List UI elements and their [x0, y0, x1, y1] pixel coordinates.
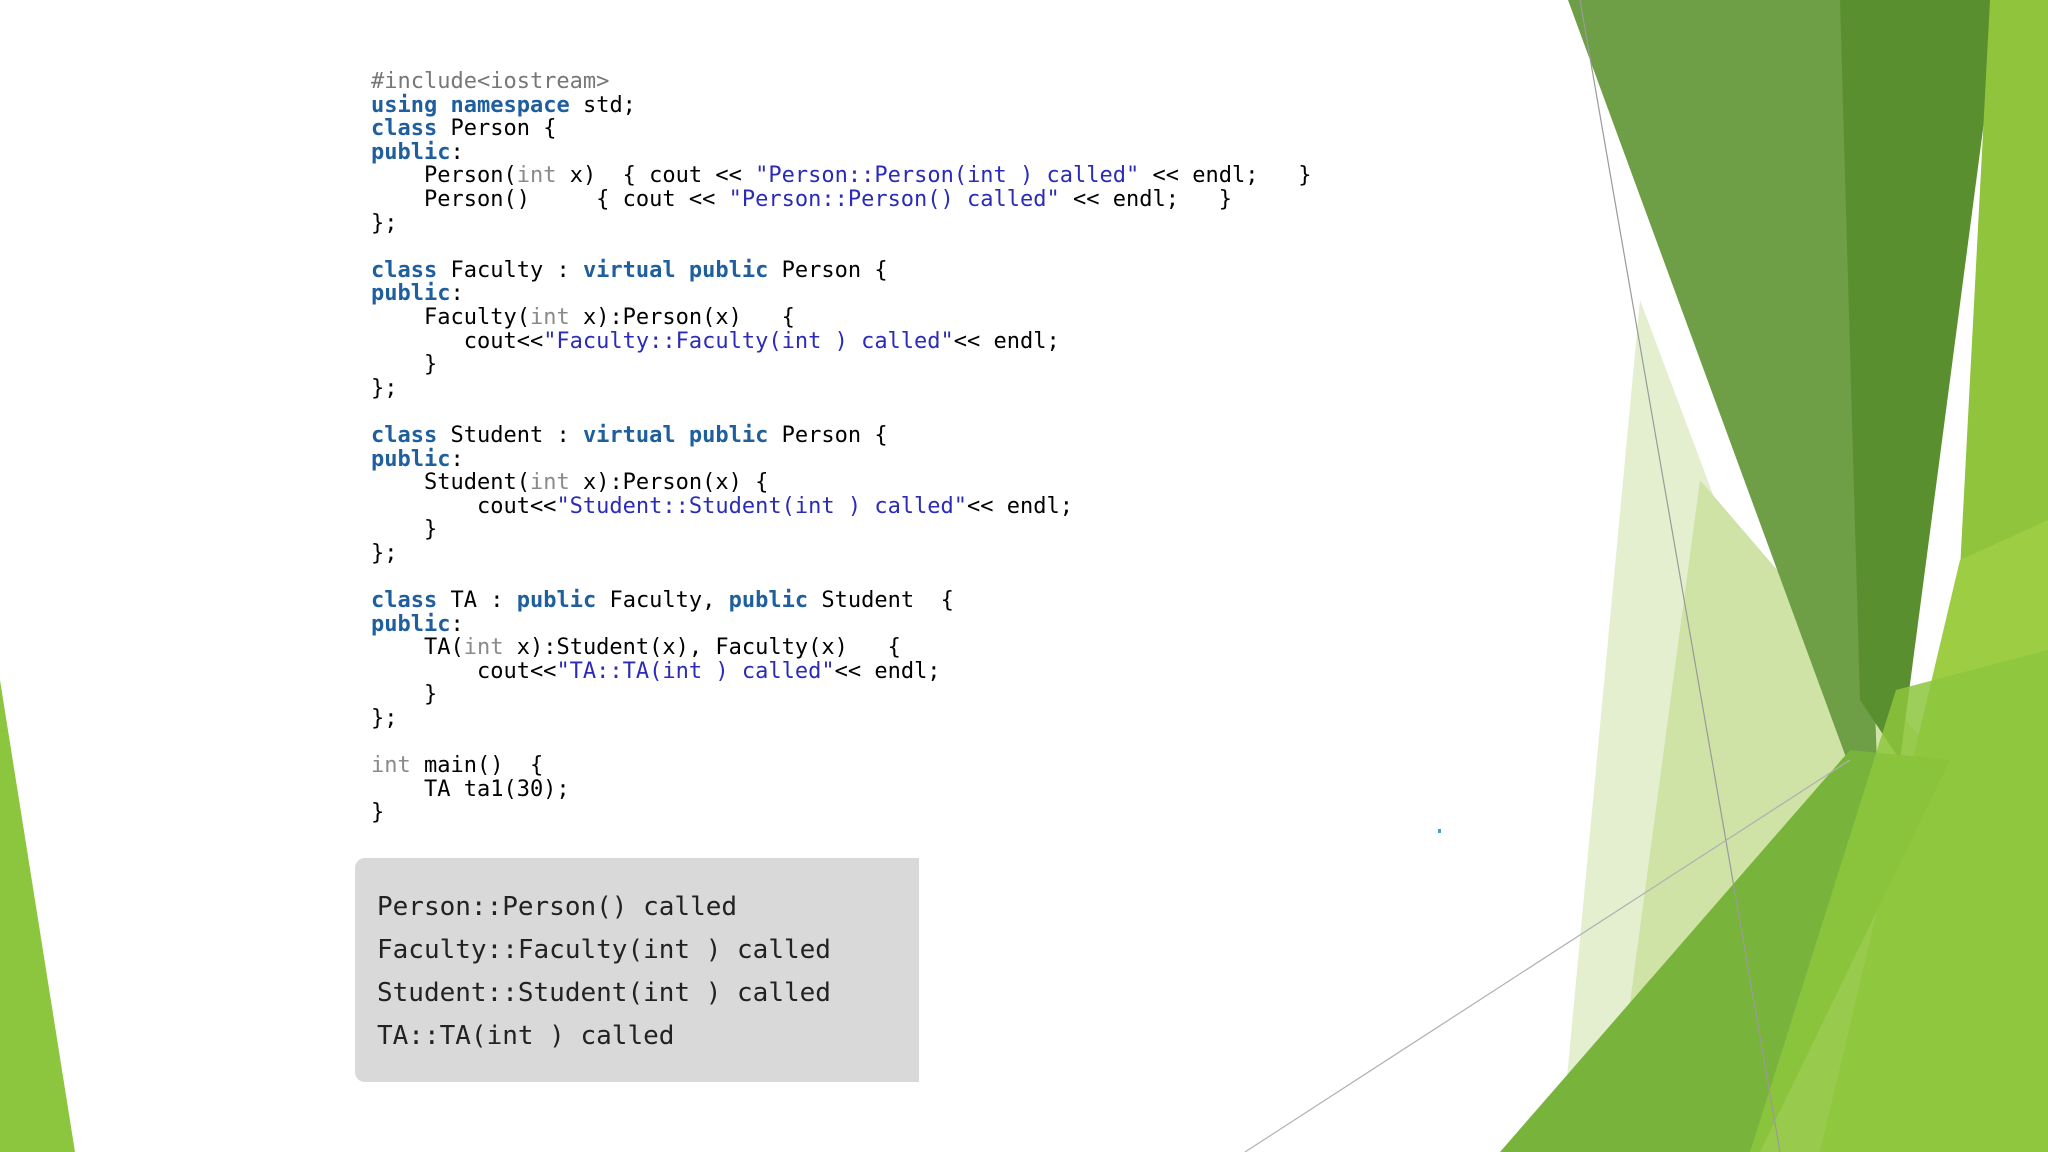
code-line-4: public:: [371, 139, 464, 165]
code-line-32: }: [371, 800, 385, 826]
output-line: Person::Person() called: [377, 892, 738, 922]
code-blank-line: [371, 400, 1311, 424]
code-line-26: cout<<"TA::TA(int ) called"<< endl;: [371, 658, 941, 684]
code-line-31: TA ta1(30);: [371, 776, 570, 802]
code-line-6: Person() { cout << "Person::Person() cal…: [371, 186, 1232, 212]
right-shape-mid-3: [1500, 750, 1950, 1152]
right-shape-dark-2: [1840, 0, 2000, 760]
output-line: Faculty::Faculty(int ) called: [377, 935, 831, 965]
code-line-18: Student(int x):Person(x) {: [371, 470, 769, 496]
code-line-10: public:: [371, 281, 464, 307]
code-line-24: public:: [371, 611, 464, 637]
code-blank-line: [371, 565, 1311, 589]
code-line-12: cout<<"Faculty::Faculty(int ) called"<< …: [371, 328, 1060, 354]
code-line-20: }: [371, 517, 438, 543]
code-block: #include<iostream>using namespace std;cl…: [371, 70, 1311, 825]
code-line-25: TA(int x):Student(x), Faculty(x) {: [371, 635, 901, 661]
right-shape-mid-4: [1750, 650, 2048, 1152]
code-line-30: int main() {: [371, 753, 544, 779]
code-line-7: };: [371, 210, 398, 236]
code-line-17: public:: [371, 446, 464, 472]
left-green-shape: [0, 680, 75, 1152]
thin-line-2: [1244, 759, 1851, 1152]
code-line-1: #include<iostream>: [371, 69, 610, 94]
code-line-13: }: [371, 352, 438, 378]
code-line-19: cout<<"Student::Student(int ) called"<< …: [371, 493, 1074, 519]
code-line-9: class Faculty : virtual public Person {: [371, 257, 888, 283]
thin-line-1: [1579, 0, 1781, 1152]
right-shape-dark-1: [1568, 0, 1880, 850]
code-line-28: };: [371, 706, 398, 732]
code-line-2: using namespace std;: [371, 92, 636, 118]
code-line-23: class TA : public Faculty, public Studen…: [371, 588, 954, 614]
code-blank-line: [371, 235, 1311, 259]
code-line-27: }: [371, 682, 438, 708]
code-line-14: };: [371, 375, 398, 401]
output-line: TA::TA(int ) called: [377, 1021, 675, 1051]
code-line-3: class Person {: [371, 116, 557, 142]
code-line-5: Person(int x) { cout << "Person::Person(…: [371, 163, 1312, 189]
code-line-11: Faculty(int x):Person(x) {: [371, 304, 795, 330]
output-line: Student::Student(int ) called: [377, 978, 831, 1008]
output-box: Person::Person() called Faculty::Faculty…: [355, 858, 919, 1082]
code-blank-line: [371, 731, 1311, 755]
code-line-16: class Student : virtual public Person {: [371, 422, 888, 448]
code-line-21: };: [371, 540, 398, 566]
tiny-marker: [1438, 829, 1441, 833]
